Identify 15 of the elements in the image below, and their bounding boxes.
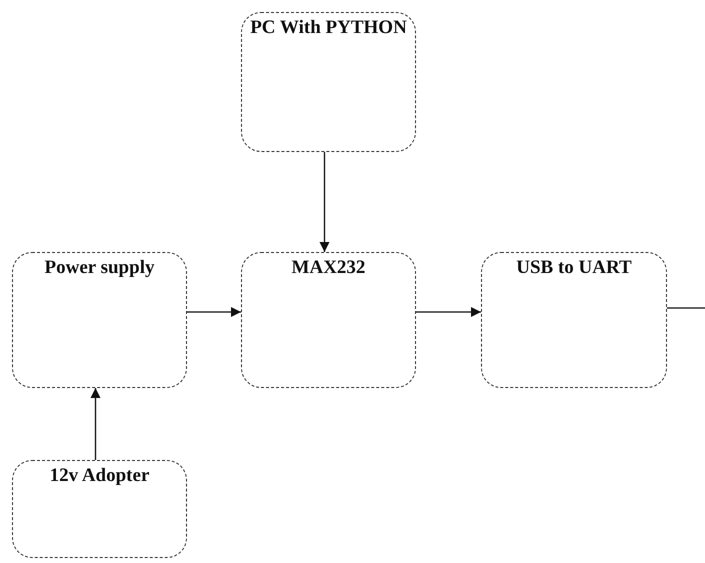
block-box [241,252,416,388]
arrow [187,307,241,317]
block-label: 12v Adopter [48,464,150,488]
block-label: PC With PYTHON [249,16,408,40]
block-label: MAX232 [290,256,366,280]
arrow [320,152,330,252]
block-box [12,460,187,558]
block-box [12,252,187,388]
block-box [481,252,667,388]
block-box [241,12,416,152]
block-label: Power supply [44,256,156,280]
connector-line [667,307,705,309]
arrow [416,307,481,317]
arrow [90,388,100,460]
block-label: USB to UART [515,256,633,280]
